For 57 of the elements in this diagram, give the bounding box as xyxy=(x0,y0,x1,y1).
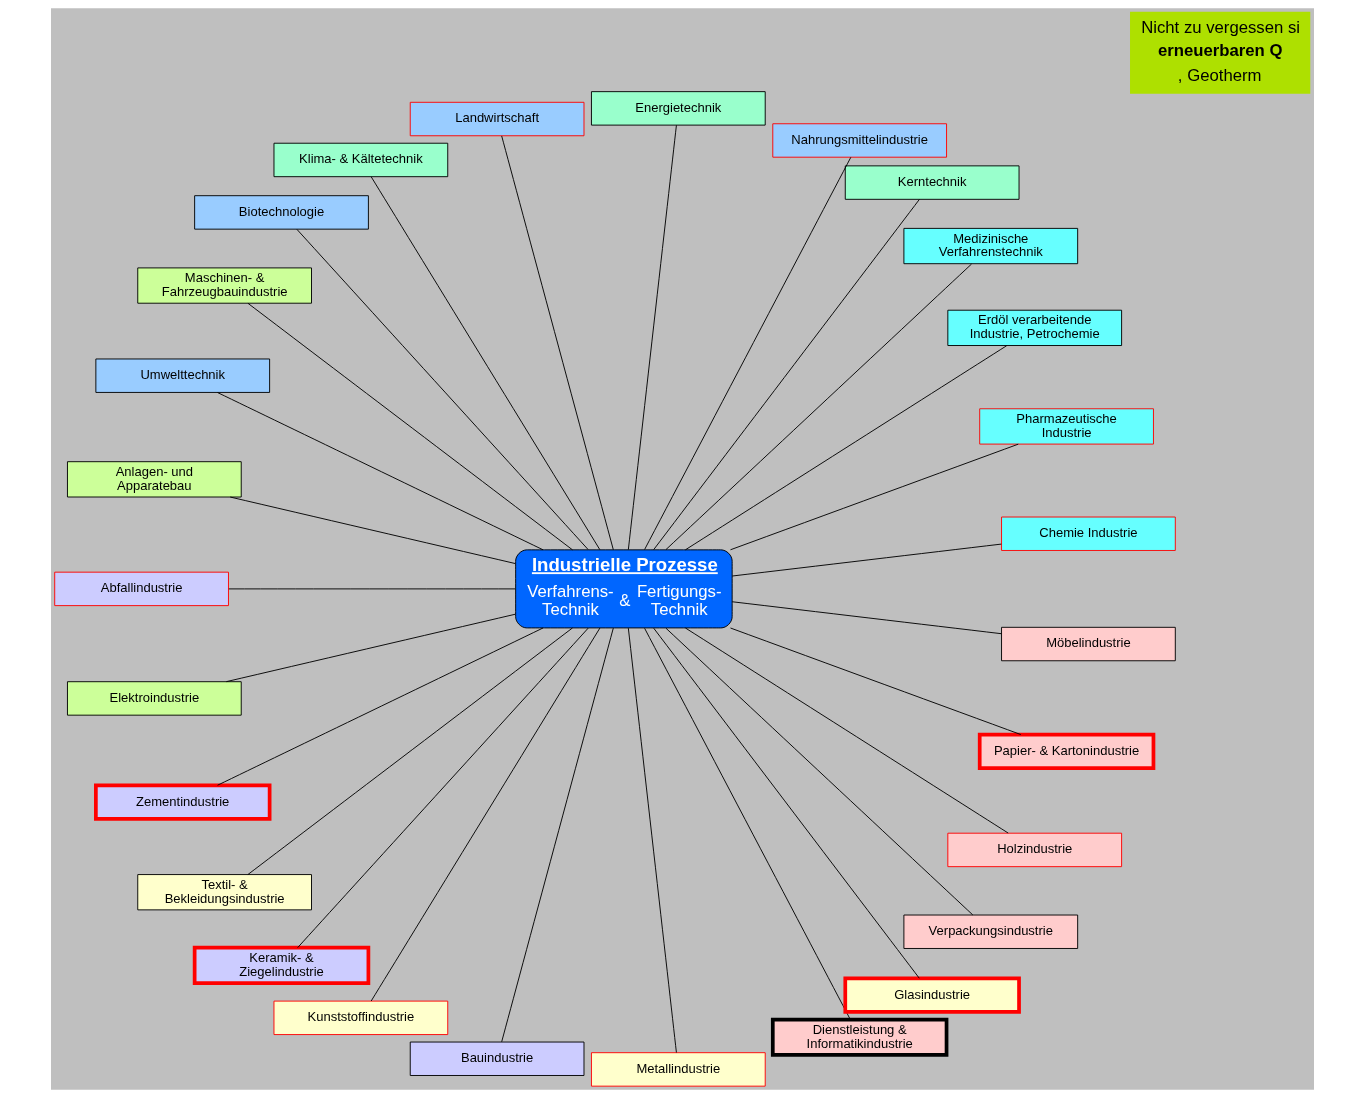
connector xyxy=(665,627,973,916)
connector xyxy=(246,302,573,551)
connector xyxy=(370,176,600,551)
node-box: Möbelindustrie xyxy=(1000,626,1176,662)
node-box: Papier- & Kartonindustrie xyxy=(977,732,1155,770)
node-box: Kerntechnik xyxy=(844,165,1019,200)
node-box: Bauindustrie xyxy=(409,1041,584,1076)
connector xyxy=(216,627,543,786)
node-box: Umwelttechnik xyxy=(94,358,270,393)
connector xyxy=(225,613,516,683)
node-box: Klima- & Kältetechnik xyxy=(273,142,448,178)
node-box: Energietechnik xyxy=(590,91,766,126)
node-box: Verpackungsindustrie xyxy=(902,914,1078,949)
node-box: Metallindustrie xyxy=(590,1052,766,1087)
label: , Geotherm xyxy=(1177,65,1262,85)
connector xyxy=(684,345,1007,551)
node-box: Glasindustrie xyxy=(842,976,1021,1014)
connector xyxy=(684,627,1009,834)
node-box: Kunststoffindustrie xyxy=(273,1000,448,1036)
connector xyxy=(627,627,677,1053)
node-box: Textil- & Bekleidungsindustrie xyxy=(136,874,312,911)
connector xyxy=(652,627,920,979)
node-box: Abfallindustrie xyxy=(53,571,229,607)
connector xyxy=(296,627,589,949)
connector xyxy=(665,263,972,551)
connector xyxy=(729,627,1021,735)
label: Nicht zu vergessen si xyxy=(1140,17,1300,37)
node-box: Elektroindustrie xyxy=(66,681,242,716)
connector xyxy=(643,627,851,1021)
connector xyxy=(731,543,1002,577)
connector xyxy=(627,124,677,551)
node-box: Erdöl verarbeitende Industrie, Petrochemie xyxy=(946,309,1122,346)
node-box: Dienstleistung & Informatikindustrie xyxy=(770,1017,948,1057)
connector xyxy=(500,627,614,1043)
node-box: Landwirtschaft xyxy=(409,101,584,137)
node-box: Keramik- & Ziegelindustrie xyxy=(192,945,370,985)
connector xyxy=(731,601,1002,635)
node-box: Nahrungsmittelindustrie xyxy=(771,123,947,158)
node-box: Chemie Industrie xyxy=(1000,516,1176,551)
connector xyxy=(246,627,573,875)
node-box: Biotechnologie xyxy=(193,195,369,230)
connector xyxy=(295,228,589,551)
node-box: Anlagen- und Apparatebau xyxy=(66,461,242,498)
label: erneuerbaren Q xyxy=(1157,40,1282,60)
node-box: Medizinische Verfahrenstechnik xyxy=(902,227,1078,265)
node-box: Maschinen- & Fahrzeugbauindustrie xyxy=(136,267,312,304)
node-box: Pharmazeutische Industrie xyxy=(978,408,1154,445)
connector xyxy=(729,443,1019,551)
connector xyxy=(643,156,851,550)
connector xyxy=(229,496,516,565)
node-box: Zementindustrie xyxy=(93,783,271,821)
connector xyxy=(216,392,543,551)
node-box: Holzindustrie xyxy=(946,832,1122,868)
connector xyxy=(500,135,614,551)
connector xyxy=(370,627,600,1002)
connector xyxy=(227,588,516,590)
connector xyxy=(652,199,920,551)
